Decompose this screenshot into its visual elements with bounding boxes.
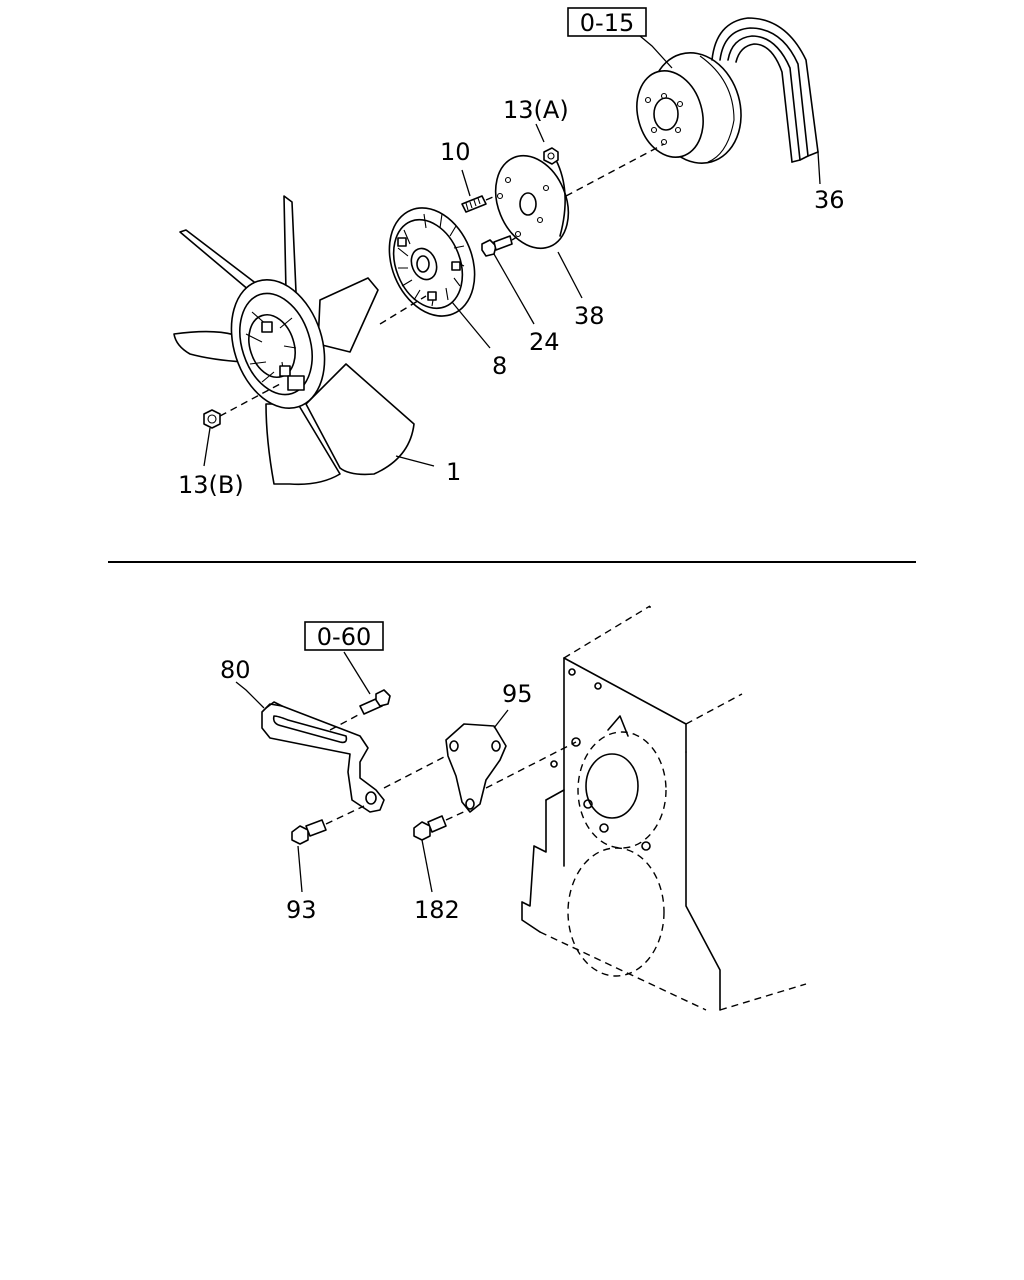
callout-label-bolt-182: 182: [414, 896, 460, 924]
pulley-part: [636, 52, 742, 164]
bolt-060-axis: [329, 713, 361, 731]
bracket-80-axis: [383, 755, 447, 789]
bolt-93-axis: [325, 805, 365, 825]
bolt-060-part: [359, 689, 391, 715]
callout-label-nut-b: 13(B): [178, 471, 244, 499]
bolt-182-axis: [445, 809, 469, 821]
callout-label-bracket-95: 95: [502, 680, 533, 708]
stud-10-part: [461, 195, 487, 213]
svg-text:0-15: 0-15: [580, 9, 634, 37]
engine-block-part: [521, 605, 807, 1011]
callout-label-stud: 10: [440, 138, 471, 166]
bolt-182-part: [413, 815, 447, 841]
fan-clutch-part: [388, 207, 476, 317]
callout-label-bracket-80: 80: [220, 656, 251, 684]
callout-label-spacer: 38: [574, 302, 605, 330]
svg-text:0-60: 0-60: [317, 623, 371, 651]
bolt-24-part: [481, 235, 513, 257]
reference-box-upper[interactable]: 0-15: [567, 7, 647, 37]
fan-assembly: 0-15 13(A) 10 36 38 24 8 1 13(B): [173, 7, 845, 499]
nut-13b-part: [203, 409, 221, 429]
bolt-93-part: [291, 819, 327, 845]
callout-label-nut-a: 13(A): [503, 96, 569, 124]
clutch-axis: [379, 295, 427, 325]
bracket-assembly: 0-60 80 95 93 182: [220, 605, 807, 1011]
callout-label-clutch: 8: [492, 352, 507, 380]
pulley-axis: [565, 143, 665, 197]
callout-label-bolt-24: 24: [529, 328, 560, 356]
bracket-80-part: [261, 701, 385, 813]
fan-blade-part: [173, 195, 415, 486]
nut-13a-part: [543, 147, 559, 165]
callout-label-belt: 36: [814, 186, 845, 214]
spacer-plate-part: [494, 154, 570, 250]
reference-box-lower[interactable]: 0-60: [304, 621, 384, 651]
bracket-95-part: [445, 723, 507, 813]
bracket-95-axis: [485, 741, 577, 789]
callout-label-fan: 1: [446, 458, 461, 486]
callout-label-bolt-93: 93: [286, 896, 317, 924]
belt-part: [711, 17, 819, 163]
